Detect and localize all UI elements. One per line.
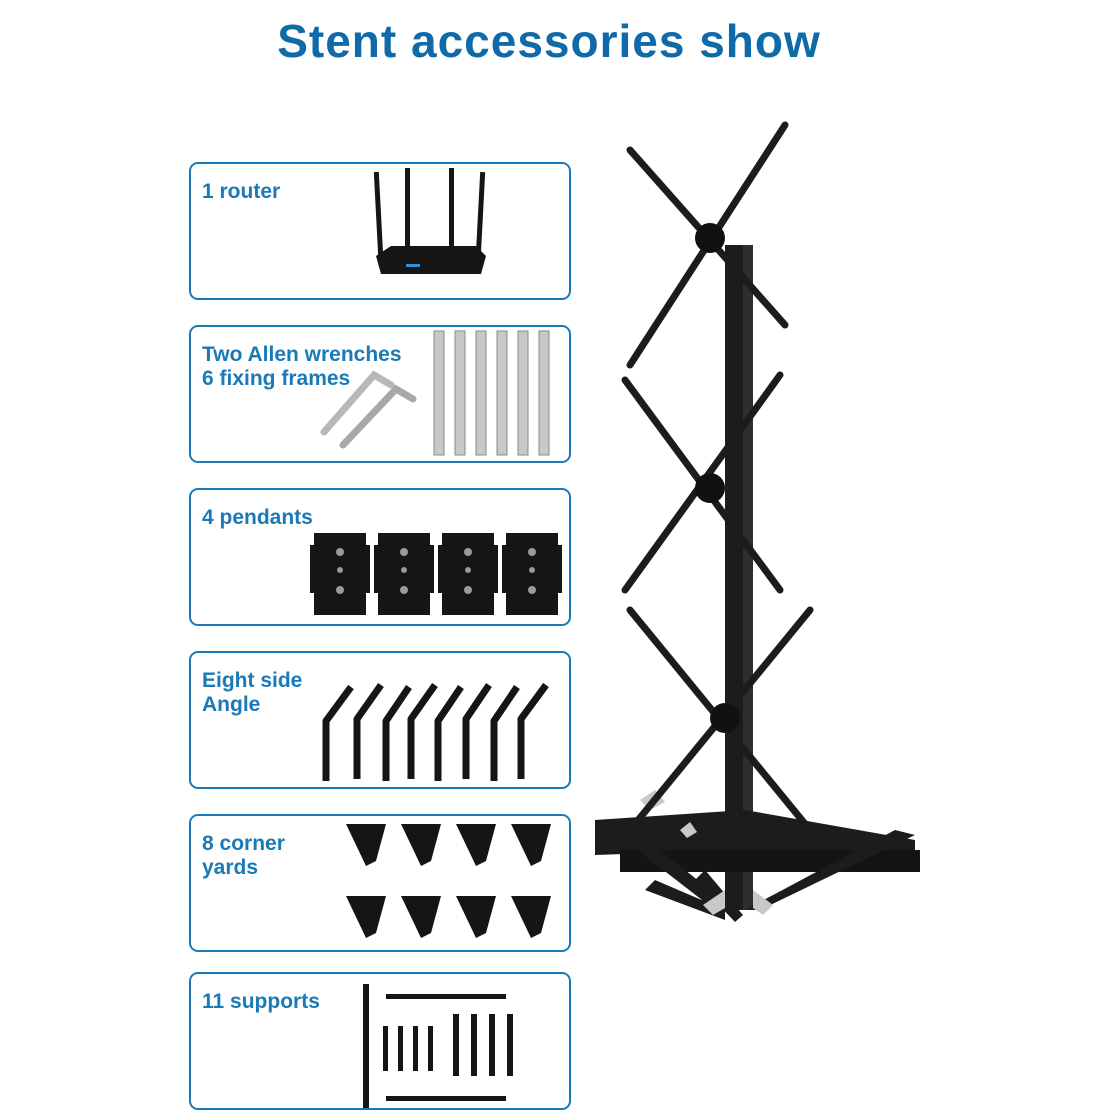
card-label: 1 router: [202, 180, 281, 203]
card-pendants: 4 pendants: [189, 488, 571, 626]
card-label: 4 pendants: [202, 506, 313, 529]
card-corner-yards: 8 corner yards: [189, 814, 571, 952]
supports-image: [363, 984, 513, 1108]
card-router: 1 router: [189, 162, 571, 300]
corner-yards-image: [346, 824, 551, 938]
pendants-image: [310, 533, 562, 615]
side-angles-image: [322, 682, 549, 781]
card-label: Two Allen wrenches 6 fixing frames: [202, 343, 402, 390]
card-supports: 11 supports: [189, 972, 571, 1110]
card-label: 8 corner yards: [202, 832, 285, 879]
card-label: Eight side Angle: [202, 669, 303, 716]
router-image: [373, 168, 486, 274]
card-wrenches-frames: Two Allen wrenches 6 fixing frames: [189, 325, 571, 463]
page-title: Stent accessories show: [277, 15, 821, 67]
assembled-stand-image: [595, 121, 920, 922]
card-side-angles: Eight side Angle: [189, 651, 571, 789]
wrench-frames-image: [320, 330, 550, 456]
card-label: 11 supports: [202, 990, 320, 1013]
